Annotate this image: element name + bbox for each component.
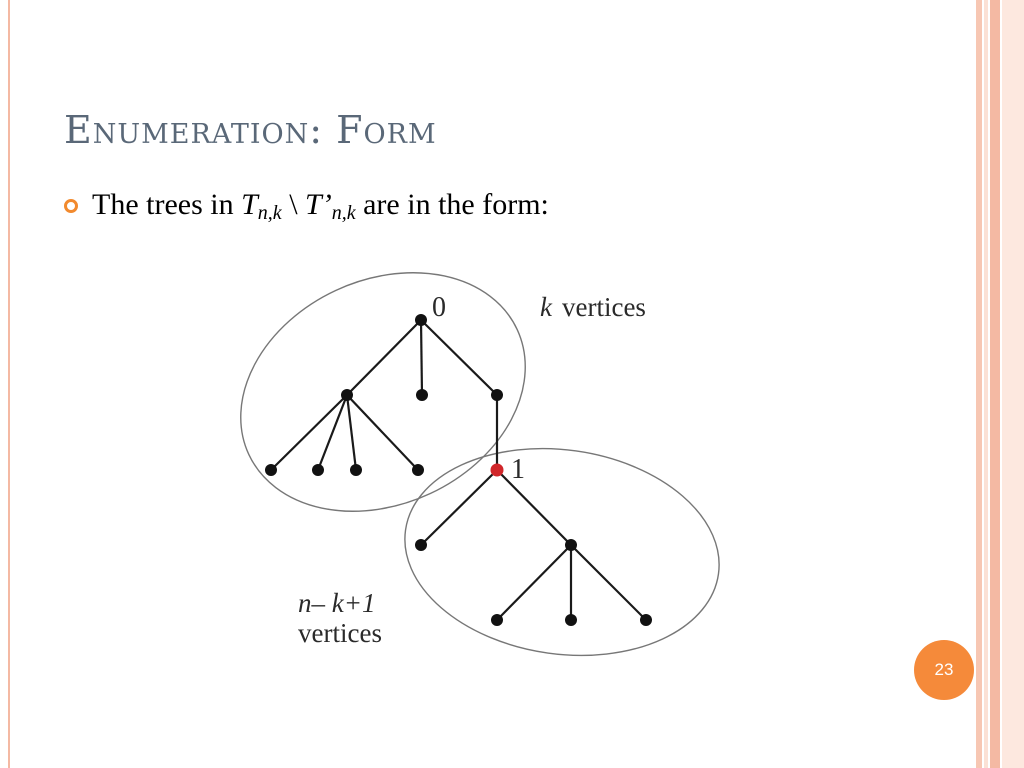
band-1 — [976, 0, 982, 768]
tree-nodes — [265, 314, 652, 626]
band-3 — [990, 0, 1000, 768]
band-2 — [984, 0, 988, 768]
setminus-symbol: \ — [281, 188, 306, 221]
tree-edges — [270, 319, 647, 621]
tree-node — [491, 389, 503, 401]
tree-node — [341, 389, 353, 401]
tree-node — [265, 464, 277, 476]
tree-node — [640, 614, 652, 626]
band-4 — [1002, 0, 1024, 768]
set-a-subscript: n,k — [257, 201, 282, 224]
tree-node — [565, 539, 577, 551]
tree-node — [491, 614, 503, 626]
tree-node — [415, 539, 427, 551]
tree-node — [312, 464, 324, 476]
child-group-text: vertices — [298, 618, 382, 648]
child-group-ellipse — [404, 447, 720, 657]
root-group-variable: k — [540, 292, 553, 322]
right-decorative-bands — [976, 0, 1024, 768]
page-number: 23 — [934, 660, 954, 679]
root-node — [415, 314, 427, 326]
child-node-label: 1 — [511, 454, 525, 485]
root-node-label: 0 — [432, 292, 446, 323]
bullet-suffix: are in the form: — [355, 188, 549, 221]
page-number-badge: 23 — [914, 640, 974, 700]
set-b-symbol: T’ — [305, 188, 332, 221]
root-group-caption: k vertices — [540, 292, 646, 322]
tree-node — [565, 614, 577, 626]
left-accent-rule — [8, 0, 10, 768]
bullet-ring-icon — [64, 199, 78, 213]
bullet-prefix: The trees in — [92, 188, 242, 221]
highlighted-node — [490, 463, 504, 477]
set-a-symbol: T — [241, 188, 258, 221]
root-group-ellipse — [240, 272, 526, 512]
slide-title: Enumeration: Form — [64, 108, 437, 152]
child-group-expression: n– k+1 — [298, 588, 375, 618]
tree-diagram: 0 1 k vertices n– k+1 vertices — [240, 272, 720, 657]
root-group-text: vertices — [562, 292, 646, 322]
tree-node — [350, 464, 362, 476]
tree-node — [416, 389, 428, 401]
tree-node — [412, 464, 424, 476]
set-b-subscript: n,k — [331, 201, 356, 224]
